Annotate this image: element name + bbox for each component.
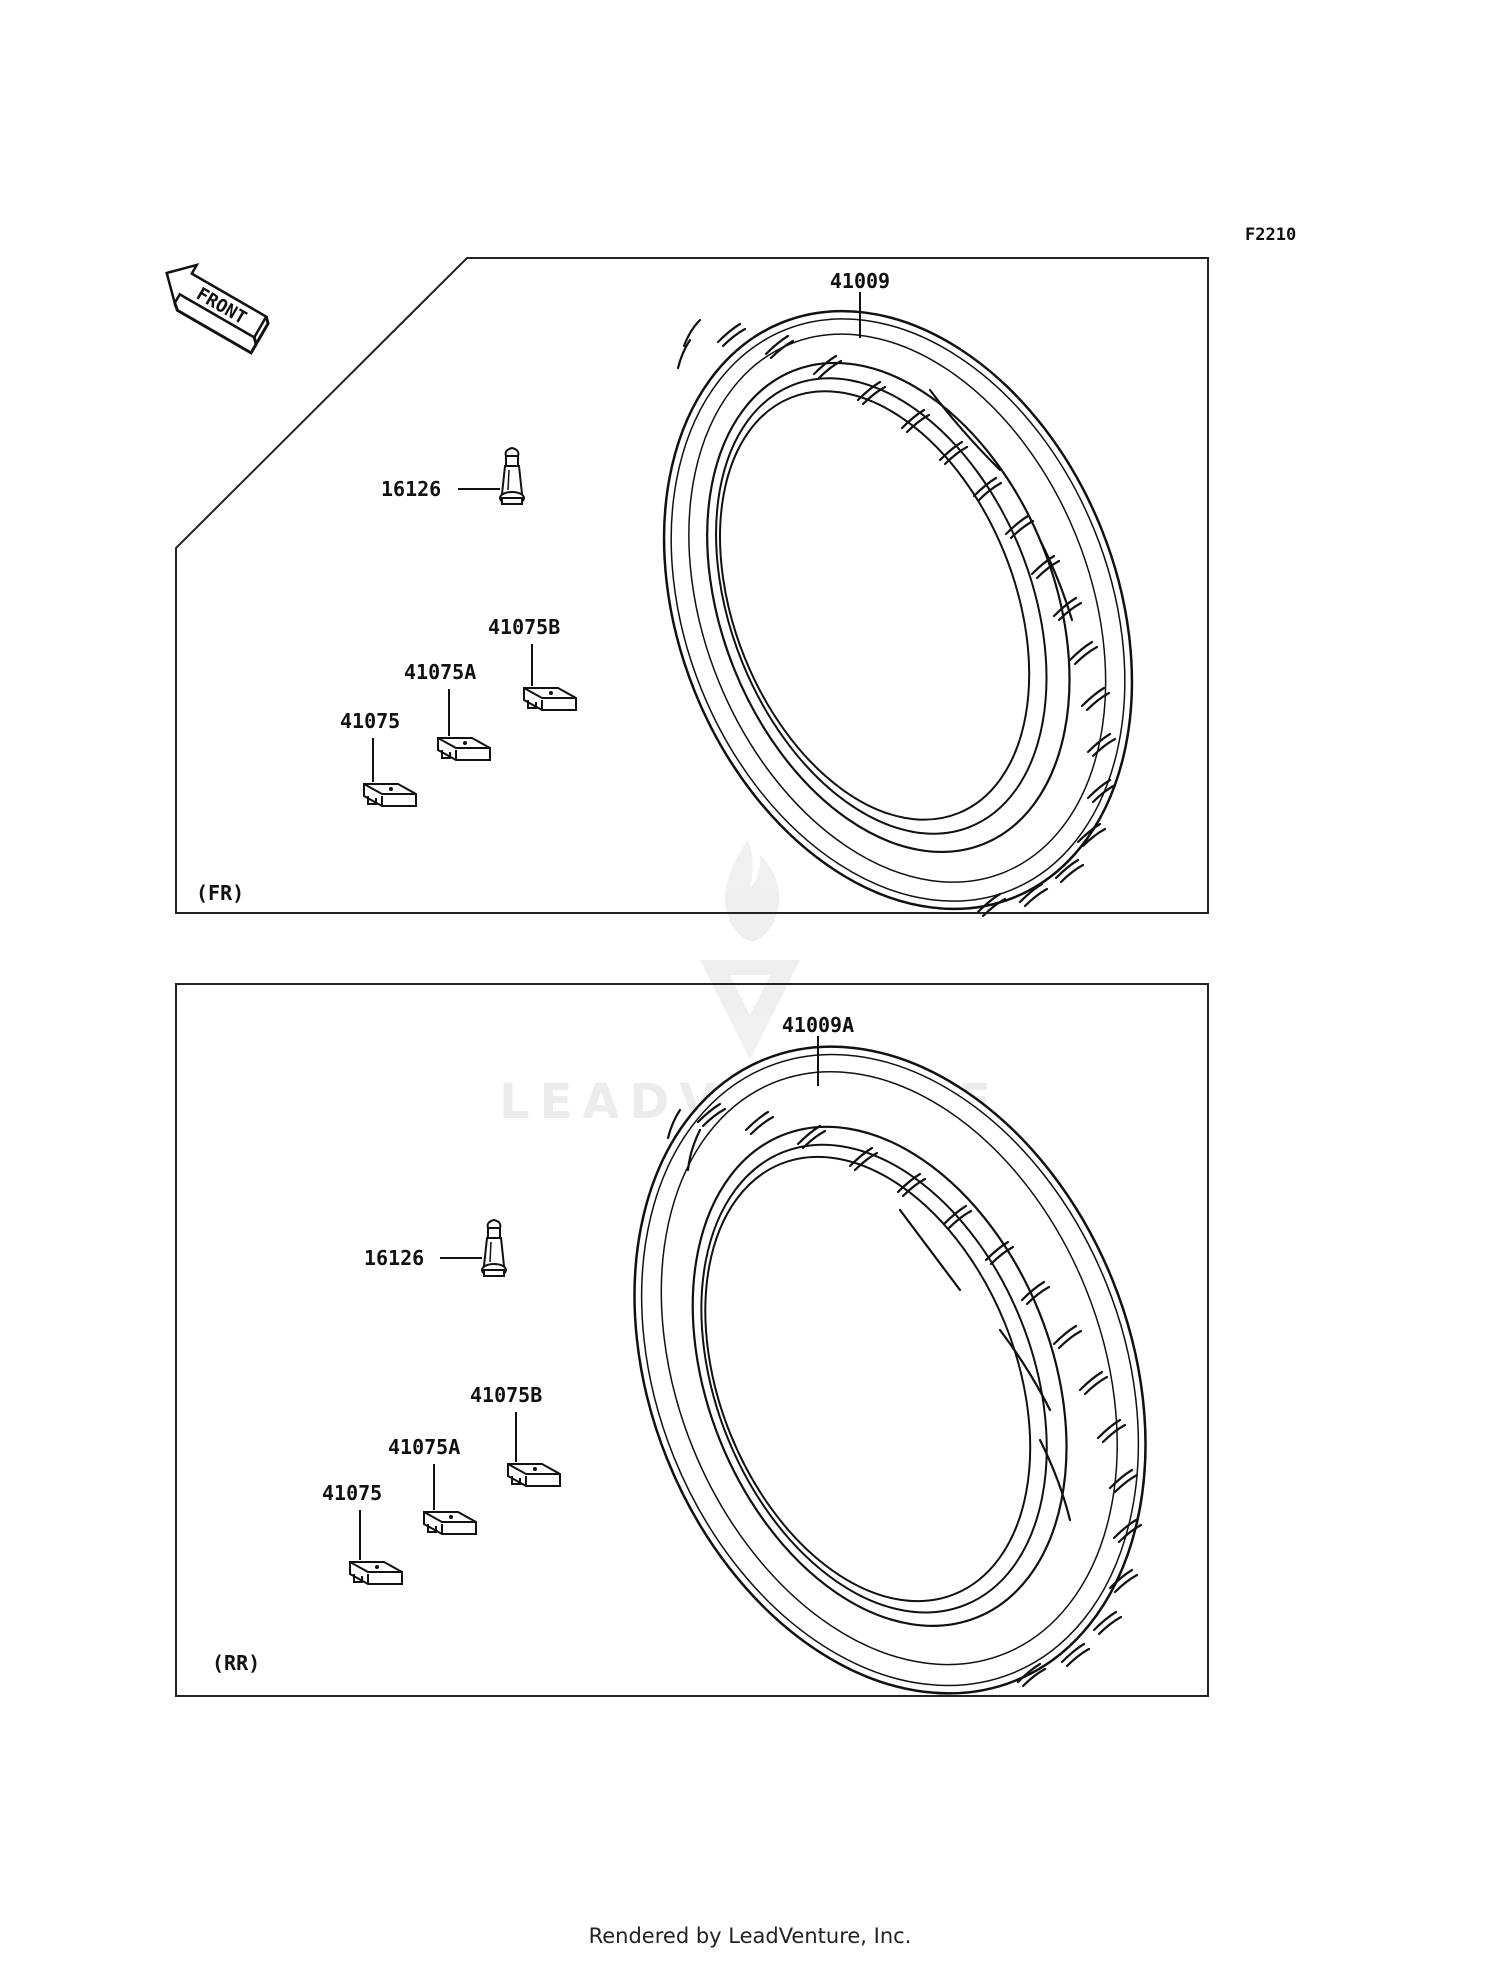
panel-front-frame bbox=[175, 257, 1209, 914]
rear-wheel-weight-a[interactable] bbox=[423, 1511, 477, 1535]
footer-credit: Rendered by LeadVenture, Inc. bbox=[588, 1924, 912, 1948]
rear-weight-a-part-number[interactable]: 41075A bbox=[388, 1435, 460, 1459]
front-valve-part-number[interactable]: 16126 bbox=[381, 477, 441, 501]
rear-tire-tread bbox=[666, 1102, 1143, 1688]
diagram-code: F2210 bbox=[1245, 225, 1296, 245]
rear-weight-b-part-number[interactable]: 41075B bbox=[470, 1383, 542, 1407]
front-valve-stem[interactable] bbox=[499, 447, 525, 505]
front-arrow-icon: FRONT bbox=[165, 262, 270, 355]
rear-wheel-weight-b[interactable] bbox=[507, 1463, 561, 1487]
panel-front: (FR) bbox=[175, 241, 1217, 980]
front-tire-part-number[interactable]: 41009 bbox=[830, 269, 890, 293]
rear-valve-stem[interactable] bbox=[481, 1219, 507, 1277]
rear-weight-part-number[interactable]: 41075 bbox=[322, 1481, 382, 1505]
rear-tire[interactable] bbox=[542, 969, 1238, 1770]
panel-rear: (RR) bbox=[175, 969, 1238, 1770]
front-weight-part-number[interactable]: 41075 bbox=[340, 709, 400, 733]
front-tire-tread bbox=[676, 318, 1117, 918]
front-wheel-weight-b[interactable] bbox=[523, 687, 577, 711]
rear-tire-part-number[interactable]: 41009A bbox=[782, 1013, 854, 1037]
front-weight-a-part-number[interactable]: 41075A bbox=[404, 660, 476, 684]
rear-wheel-weight[interactable] bbox=[349, 1561, 403, 1585]
front-tire[interactable] bbox=[579, 241, 1217, 980]
panel-rear-frame bbox=[175, 983, 1209, 1697]
front-wheel-weight[interactable] bbox=[363, 783, 417, 807]
rear-valve-part-number[interactable]: 16126 bbox=[364, 1246, 424, 1270]
front-weight-b-part-number[interactable]: 41075B bbox=[488, 615, 560, 639]
panel-rear-label[interactable]: (RR) bbox=[212, 1651, 260, 1675]
panel-front-label[interactable]: (FR) bbox=[196, 881, 244, 905]
front-wheel-weight-a[interactable] bbox=[437, 737, 491, 761]
